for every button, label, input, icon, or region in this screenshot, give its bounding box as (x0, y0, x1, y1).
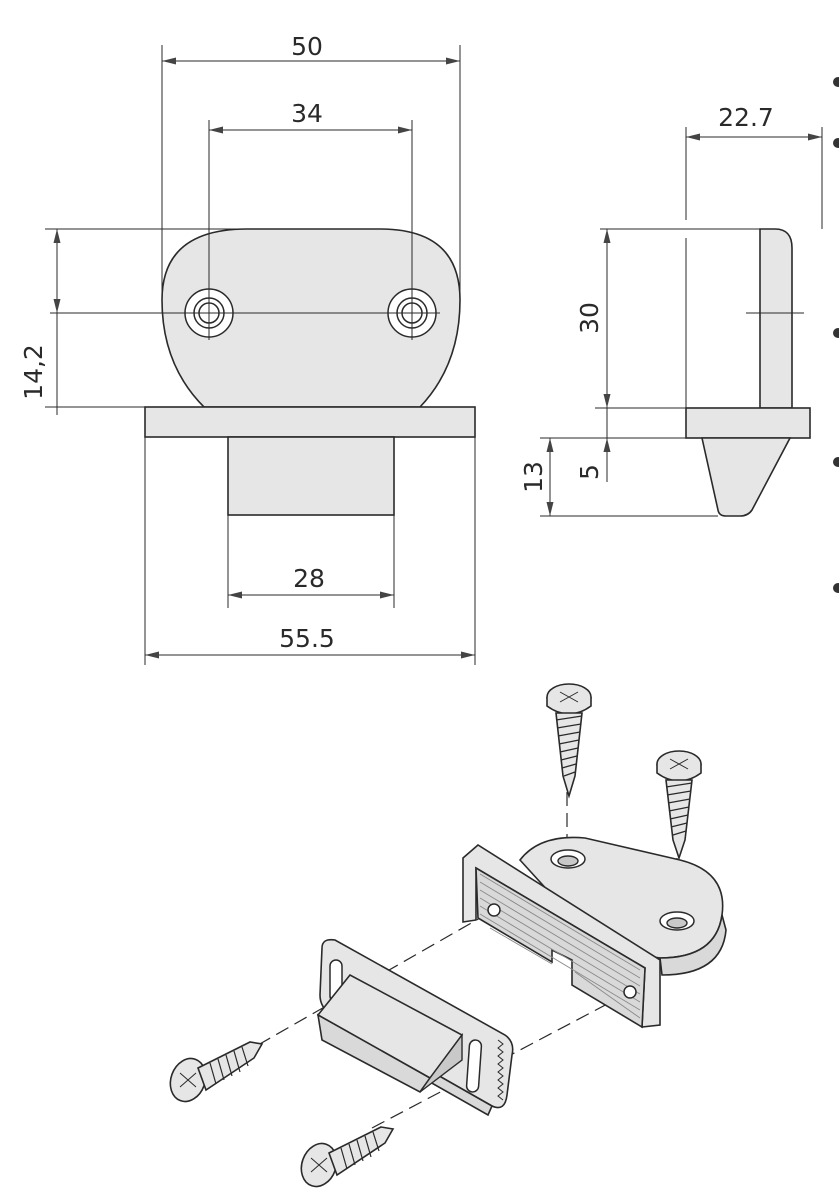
screw-icon (656, 750, 702, 861)
flange-front (144, 406, 476, 438)
front-view: 50 34 14,2 28 55.5 (19, 32, 476, 665)
dim-13: 13 (519, 461, 548, 493)
dim-28: 28 (293, 564, 325, 593)
plug-side (701, 437, 792, 517)
screw-icon (546, 683, 592, 799)
wall-side (759, 228, 793, 409)
dim-50: 50 (291, 32, 323, 61)
dim-30: 30 (575, 302, 604, 334)
strike-plate-icon (462, 836, 727, 1029)
dim-55-5: 55.5 (279, 624, 335, 653)
dim-34: 34 (291, 99, 323, 128)
screw-icon (300, 1126, 395, 1188)
plug-front (227, 436, 395, 516)
plate-side (685, 407, 811, 439)
edge-markers (833, 77, 839, 593)
dim-5: 5 (575, 464, 604, 480)
side-view: 22.7 30 13 5 (519, 103, 823, 517)
dim-22-7: 22.7 (718, 103, 774, 132)
screw-icon (169, 1041, 264, 1103)
ribs (479, 873, 641, 1019)
magnet-catch-icon (316, 938, 514, 1117)
exploded-view (169, 683, 727, 1188)
dim-14-2: 14,2 (19, 344, 48, 400)
